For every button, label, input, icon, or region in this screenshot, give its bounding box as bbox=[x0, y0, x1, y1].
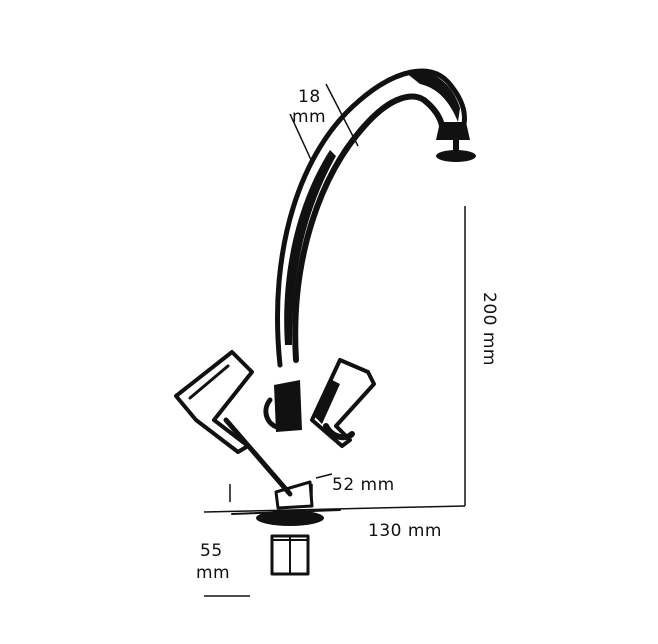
dimension-lines bbox=[203, 83, 466, 597]
aerator-tip bbox=[436, 122, 470, 140]
spout-top-shading bbox=[405, 70, 460, 122]
spout-left-shading bbox=[284, 150, 336, 345]
spout-reach-label: 130 mm bbox=[368, 521, 442, 541]
left-handle-highlight bbox=[188, 364, 230, 400]
pipe-diameter-line-right bbox=[325, 83, 359, 147]
aerator-outlet bbox=[436, 150, 476, 162]
left-handle-shaft bbox=[223, 417, 293, 497]
faucet-body bbox=[274, 380, 302, 432]
dimension-labels: 18 mm 200 mm 52 mm 130 mm 55 mm bbox=[196, 87, 499, 583]
shank-length-unit: mm bbox=[196, 563, 230, 583]
spout-height-label: 200 mm bbox=[479, 292, 499, 366]
right-handle-knob bbox=[323, 423, 355, 441]
base-cone bbox=[274, 480, 314, 510]
base-plate bbox=[256, 510, 324, 526]
pipe-diameter-line-left bbox=[289, 113, 313, 163]
mount-line bbox=[231, 509, 341, 515]
shank-length-value: 55 bbox=[200, 541, 223, 561]
faucet-illustration bbox=[174, 68, 476, 576]
spout-outer-outline bbox=[275, 68, 467, 368]
base-pointer bbox=[315, 473, 333, 479]
spout-inner-outline bbox=[292, 93, 445, 363]
base-diameter-label: 52 mm bbox=[332, 475, 395, 495]
body-collar bbox=[263, 397, 283, 431]
right-handle-shading bbox=[314, 380, 340, 424]
pipe-diameter-unit: mm bbox=[292, 107, 326, 127]
pipe-diameter-value: 18 bbox=[298, 87, 321, 107]
right-handle bbox=[310, 358, 376, 448]
reach-dimension-line bbox=[203, 505, 466, 513]
left-handle bbox=[174, 350, 254, 454]
